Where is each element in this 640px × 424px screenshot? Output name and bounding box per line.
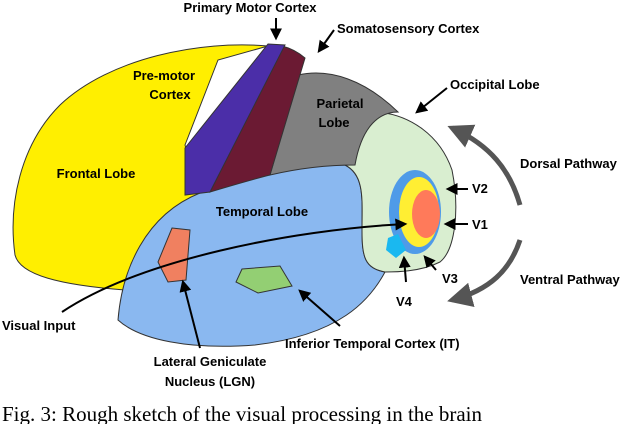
v1-area: [412, 190, 440, 238]
lgn-label-2: Nucleus (LGN): [165, 374, 255, 389]
visual-input-arrow: [61, 218, 408, 313]
v3-label: V3: [442, 271, 458, 286]
v4-area: [386, 234, 406, 258]
v2-label: V2: [472, 181, 488, 196]
parietal-label-1: Parietal: [317, 96, 364, 111]
occipital-arrow: [415, 87, 448, 114]
it-region: [235, 265, 293, 294]
it-label: Inferior Temporal Cortex (IT): [285, 336, 460, 351]
primary-motor-label: Primary Motor Cortex: [184, 0, 318, 15]
frontal-label: Frontal Lobe: [57, 166, 136, 181]
v4-label: V4: [396, 294, 413, 309]
lgn-arrow: [179, 279, 201, 349]
v4-arrow: [398, 255, 411, 283]
parietal-label-2: Lobe: [318, 115, 349, 130]
dorsal-pathway-arrow: [447, 124, 523, 206]
somatosensory-label: Somatosensory Cortex: [337, 21, 480, 36]
premotor-label-2: Cortex: [149, 87, 191, 102]
lgn-region: [157, 227, 191, 283]
ventral-pathway-arrow: [447, 239, 523, 307]
premotor-strip: [184, 43, 286, 196]
figure-caption: Fig. 3: Rough sketch of the visual proce…: [2, 402, 483, 424]
somatosensory-arrow: [317, 29, 335, 53]
visual-input-label: Visual Input: [2, 318, 76, 333]
v1-label: V1: [472, 217, 488, 232]
occipital-label: Occipital Lobe: [450, 77, 540, 92]
temporal-label: Temporal Lobe: [216, 204, 308, 219]
dorsal-label: Dorsal Pathway: [520, 156, 618, 171]
ventral-label: Ventral Pathway: [520, 272, 620, 287]
lgn-label-1: Lateral Geniculate: [154, 354, 267, 369]
premotor-label-1: Pre-motor: [133, 68, 195, 83]
it-arrow: [298, 289, 341, 327]
somatosensory-cortex: [209, 45, 306, 193]
parietal-lobe: [269, 72, 400, 176]
v3-arrow: [423, 255, 437, 271]
